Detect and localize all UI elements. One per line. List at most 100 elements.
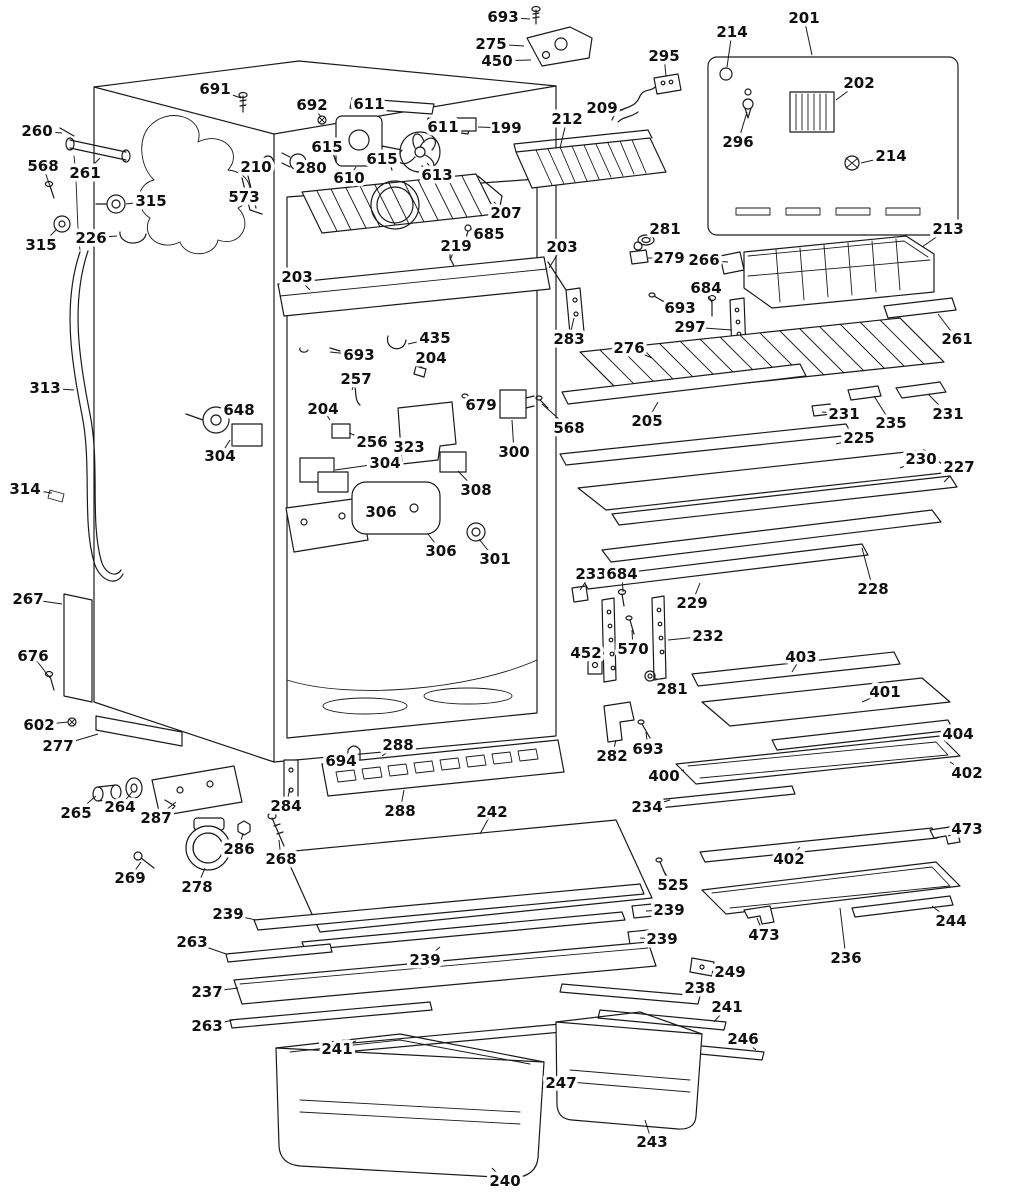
leader-line (662, 300, 681, 309)
leader-line (654, 677, 673, 690)
leader-line (348, 166, 357, 179)
part-label: 276 (613, 339, 644, 357)
part-label: 676 (17, 647, 48, 665)
wire-shelf (579, 317, 945, 397)
leader-line (645, 909, 670, 912)
part-label: 570 (617, 640, 648, 658)
part-label: 611 (427, 118, 458, 136)
leader-lines-layer (24, 16, 968, 1182)
part-label: 435 (419, 329, 450, 347)
leader-line (568, 317, 575, 340)
leader-line (196, 867, 206, 888)
leader-line (243, 187, 251, 198)
part-label: 568 (553, 419, 584, 437)
part-label: 615 (366, 150, 397, 168)
part-label: 204 (307, 400, 338, 418)
part-label: 243 (636, 1133, 667, 1151)
part-label: 314 (9, 480, 40, 498)
part-label: 239 (653, 901, 684, 919)
part-label: 239 (212, 905, 243, 923)
leader-line (662, 869, 674, 886)
leader-line (611, 739, 617, 757)
leader-line (336, 1040, 357, 1050)
screw-691 (238, 91, 248, 113)
leader-line (469, 228, 490, 235)
drain-tray (277, 256, 585, 378)
leader-line (329, 351, 360, 356)
part-label: 694 (325, 752, 356, 770)
leader-line (551, 1077, 562, 1084)
part-label: 210 (240, 158, 271, 176)
valve-grommets (44, 180, 147, 244)
leader-line (713, 1006, 728, 1023)
compressor-assembly (285, 481, 486, 553)
part-label: 239 (409, 951, 440, 969)
leader-line (949, 761, 968, 774)
leader-line (663, 55, 667, 77)
part-label: 277 (42, 737, 73, 755)
leader-line (206, 987, 239, 993)
leader-line (861, 547, 874, 590)
leader-line (737, 111, 748, 143)
part-label: 231 (828, 405, 859, 423)
part-label: 232 (692, 627, 723, 645)
part-label: 241 (711, 998, 742, 1016)
leader-line (931, 905, 952, 922)
leader-line (285, 787, 291, 807)
part-label: 684 (690, 279, 721, 297)
part-label: 685 (473, 225, 504, 243)
part-label: 269 (114, 869, 145, 887)
evaporator-assembly (301, 173, 503, 291)
part-label: 297 (674, 318, 705, 336)
leader-line (621, 573, 624, 593)
part-label: 229 (676, 594, 707, 612)
part-label: 235 (875, 414, 906, 432)
part-label: 207 (490, 204, 521, 222)
part-label: 242 (476, 803, 507, 821)
part-label: 256 (356, 433, 387, 451)
leader-line (726, 31, 733, 68)
part-label: 450 (481, 52, 512, 70)
leader-line (601, 107, 624, 111)
part-label: 286 (223, 840, 254, 858)
part-label: 304 (204, 447, 235, 465)
leader-line (861, 691, 886, 703)
part-label: 404 (942, 725, 973, 743)
toe-grille-vent (321, 739, 565, 797)
leader-line (703, 259, 729, 263)
part-label: 265 (60, 804, 91, 822)
part-label: 266 (688, 251, 719, 269)
part-label: 227 (943, 458, 974, 476)
leader-line (821, 411, 845, 415)
part-label: 244 (935, 912, 966, 930)
part-label: 201 (788, 9, 819, 27)
leader-line (206, 1019, 234, 1027)
part-label: 568 (27, 157, 58, 175)
leader-line (42, 165, 52, 190)
leader-line (214, 88, 242, 99)
lower-shelf-stack (655, 651, 961, 925)
leader-line (296, 276, 311, 291)
leader-line (381, 744, 399, 757)
leader-line (585, 652, 595, 661)
part-label: 228 (857, 580, 888, 598)
part-label: 260 (21, 122, 52, 140)
part-label: 287 (140, 809, 171, 827)
leader-line (407, 337, 436, 345)
part-label: 278 (181, 878, 212, 896)
leader-line (301, 165, 312, 169)
shelf-trims (559, 363, 958, 590)
leader-line (663, 769, 685, 777)
part-label: 313 (29, 379, 60, 397)
part-label: 199 (490, 119, 521, 137)
part-label: 279 (653, 249, 684, 267)
part-label: 268 (265, 850, 296, 868)
leader-line (408, 437, 419, 448)
leader-line (351, 378, 357, 391)
leader-line (466, 399, 482, 406)
leader-line (426, 162, 438, 176)
leader-line (791, 656, 802, 673)
part-label: 525 (657, 876, 688, 894)
part-label: 284 (270, 797, 301, 815)
